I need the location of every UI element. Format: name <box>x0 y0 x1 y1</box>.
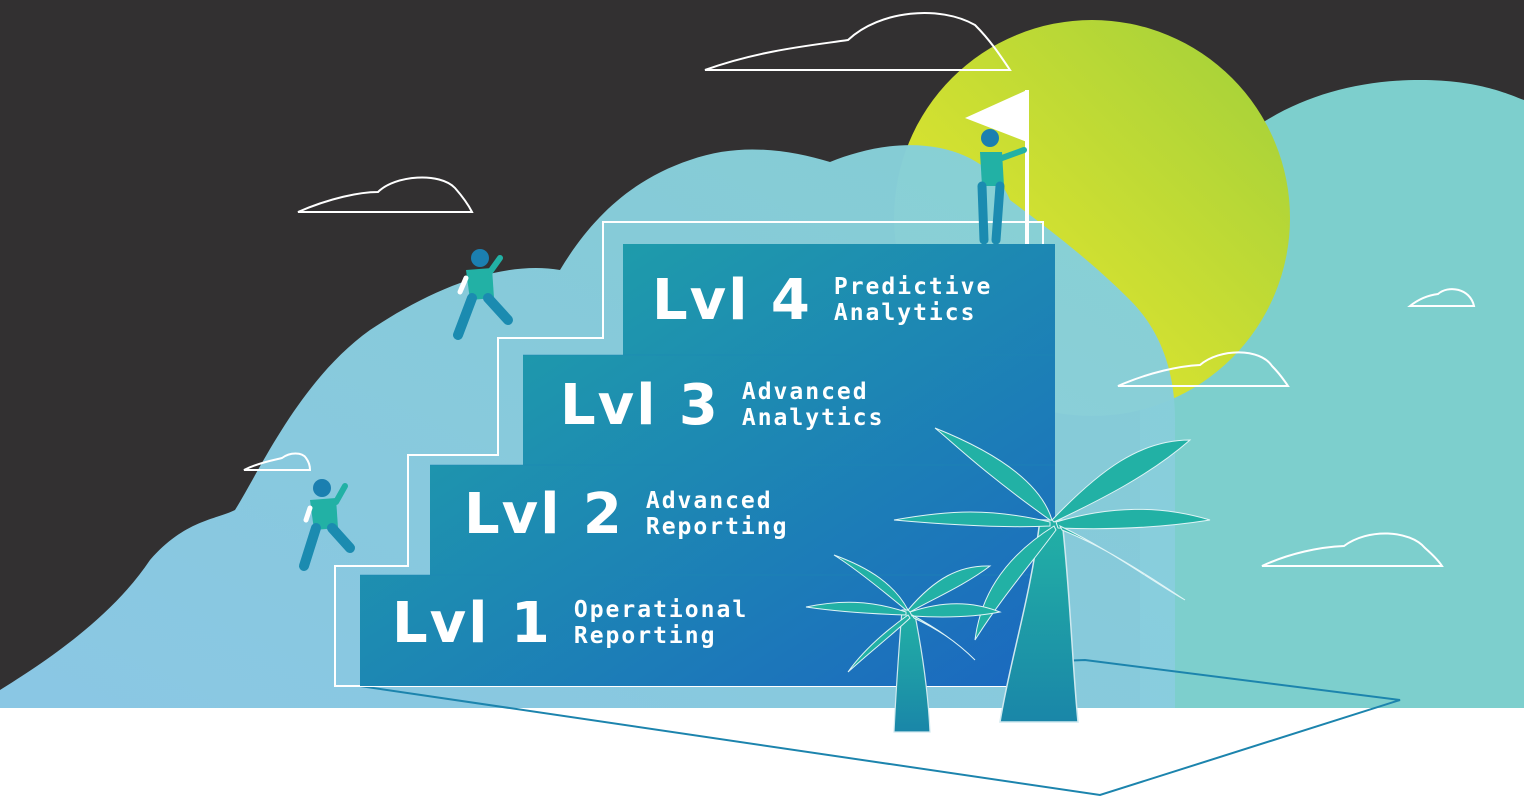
climber-bottom-icon <box>299 479 355 571</box>
palm-tree-large-icon <box>893 427 1211 723</box>
climber-top-icon <box>453 249 513 340</box>
step-1-description: Operational Reporting <box>573 597 749 649</box>
step-3-level: Lvl 3 <box>560 373 720 438</box>
step-3-description: Advanced Analytics <box>741 379 885 431</box>
palm-tree-small-icon <box>805 554 1002 733</box>
step-4-label-group: Lvl 4 Predictive Analytics <box>652 273 992 329</box>
person-at-flag-icon <box>977 129 1027 245</box>
step-3-label-group: Lvl 3 Advanced Analytics <box>560 378 884 434</box>
step-2-label-group: Lvl 2 Advanced Reporting <box>464 487 788 543</box>
step-2-description: Advanced Reporting <box>645 488 789 540</box>
step-2-level: Lvl 2 <box>464 482 624 547</box>
flag-icon <box>965 90 1029 244</box>
cloud-outlines <box>243 12 1476 567</box>
step-4-description: Predictive Analytics <box>833 274 993 326</box>
step-1-label-group: Lvl 1 Operational Reporting <box>392 596 748 652</box>
step-1-level: Lvl 1 <box>392 591 552 656</box>
step-4-level: Lvl 4 <box>652 268 812 333</box>
